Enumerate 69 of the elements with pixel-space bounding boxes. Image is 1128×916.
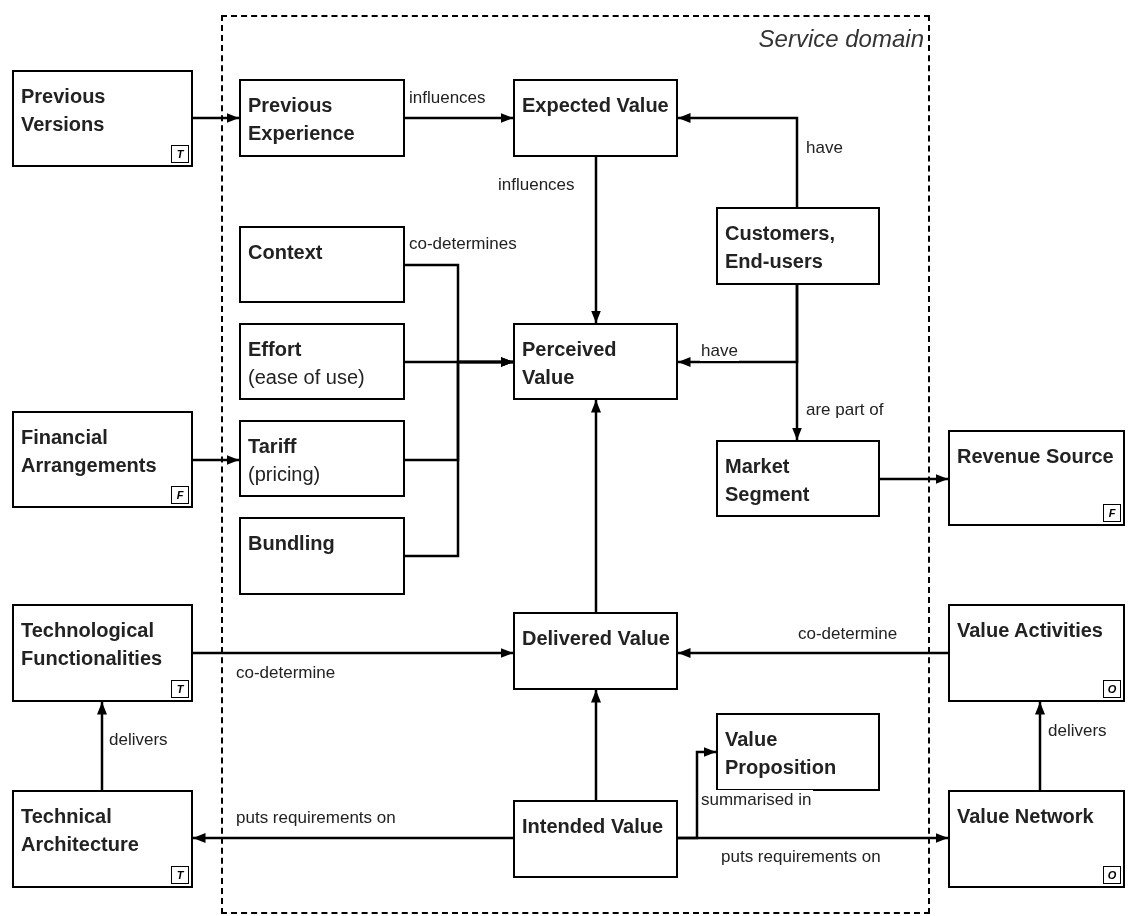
concept-box bbox=[513, 323, 678, 400]
arrow bbox=[792, 285, 802, 440]
category-tag: T bbox=[171, 680, 189, 698]
concept-title: Previous Versions bbox=[21, 84, 107, 137]
arrow bbox=[193, 833, 513, 843]
concept-box bbox=[513, 612, 678, 690]
arrow bbox=[97, 702, 107, 790]
arrow bbox=[591, 400, 601, 612]
domain-title: Service domain bbox=[758, 25, 924, 53]
concept-box bbox=[239, 323, 405, 400]
arrow bbox=[591, 157, 601, 323]
concept-title: Context bbox=[248, 240, 324, 265]
concept-title: Expected Value bbox=[522, 93, 670, 118]
concept-box bbox=[948, 430, 1125, 526]
arrow bbox=[880, 474, 948, 484]
concept-title: Value Activities bbox=[957, 618, 1104, 643]
concept-title: Previous Experience bbox=[248, 93, 356, 146]
arrow bbox=[678, 833, 948, 843]
edge-label: puts requirements on bbox=[720, 847, 882, 867]
category-tag: T bbox=[171, 145, 189, 163]
concept-title: Value Network bbox=[957, 804, 1095, 829]
concept-box bbox=[716, 207, 880, 285]
arrow bbox=[678, 648, 948, 658]
concept-box bbox=[948, 604, 1125, 702]
concept-title: Bundling bbox=[248, 531, 336, 556]
concept-box bbox=[239, 517, 405, 595]
concept-box bbox=[513, 800, 678, 878]
arrow bbox=[405, 357, 513, 558]
category-tag: O bbox=[1103, 866, 1121, 884]
concept-title: Technical Architecture bbox=[21, 804, 140, 857]
category-tag: T bbox=[171, 866, 189, 884]
arrow bbox=[193, 455, 239, 465]
concept-box bbox=[12, 411, 193, 508]
concept-box bbox=[12, 70, 193, 167]
category-tag: F bbox=[171, 486, 189, 504]
concept-box bbox=[239, 79, 405, 157]
category-tag: O bbox=[1103, 680, 1121, 698]
concept-box bbox=[948, 790, 1125, 888]
concept-box bbox=[513, 79, 678, 157]
concept-title: Value Proposition bbox=[725, 727, 838, 780]
arrow bbox=[1035, 702, 1045, 790]
arrow bbox=[591, 690, 601, 800]
arrow bbox=[193, 648, 513, 658]
concept-title: Intended Value bbox=[522, 814, 665, 839]
concept-box bbox=[12, 604, 193, 702]
concept-box bbox=[239, 226, 405, 303]
category-tag: F bbox=[1103, 504, 1121, 522]
concept-box bbox=[12, 790, 193, 888]
concept-box bbox=[239, 420, 405, 497]
concept-title: Perceived Value bbox=[522, 337, 618, 390]
arrow bbox=[193, 113, 239, 123]
edge-label: have bbox=[700, 341, 739, 361]
arrow bbox=[405, 113, 513, 123]
concept-note: (ease of use) bbox=[248, 365, 365, 390]
edge-label: puts requirements on bbox=[235, 808, 397, 828]
domain-boundary bbox=[221, 15, 930, 914]
concept-title: Revenue Source bbox=[957, 444, 1115, 469]
concept-title: Financial Arrangements bbox=[21, 425, 158, 478]
concept-title: Customers, End-users bbox=[725, 221, 837, 274]
arrow bbox=[678, 113, 799, 207]
concept-title: Delivered Value bbox=[522, 626, 671, 651]
concept-box bbox=[716, 440, 880, 517]
edge-label: are part of bbox=[805, 400, 885, 420]
concept-title: Technological Functionalities bbox=[21, 618, 164, 671]
concept-note: (pricing) bbox=[248, 462, 321, 487]
concept-title: Tariff bbox=[248, 434, 298, 459]
concept-title: Market Segment bbox=[725, 454, 811, 507]
concept-title: Effort bbox=[248, 337, 303, 362]
concept-box bbox=[716, 713, 880, 791]
